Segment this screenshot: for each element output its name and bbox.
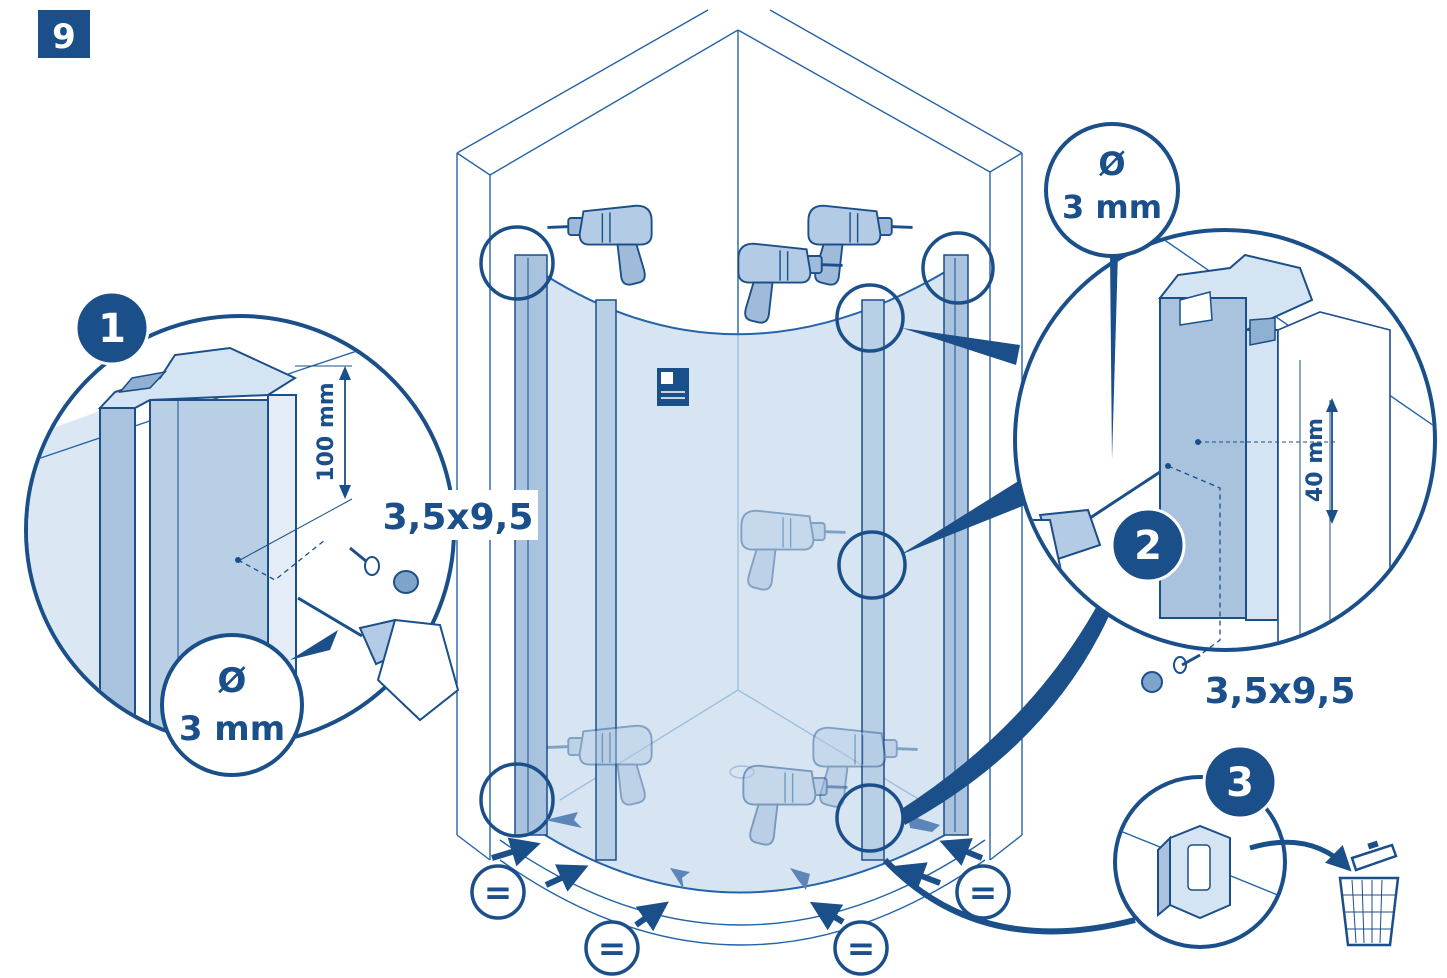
marker-door-middle [837, 530, 907, 600]
drill-size-label: 3 mm [179, 709, 285, 749]
screw-size-label: 3,5x9,5 [1205, 671, 1356, 712]
equal-mark-label: = [484, 873, 513, 913]
arrow-icon [634, 901, 669, 932]
right-wall-profile [943, 254, 969, 836]
dimension-label: 100 mm [314, 382, 339, 481]
arrow-icon [908, 815, 940, 832]
right-door-edge [861, 299, 885, 861]
cap-icon [1141, 671, 1163, 693]
screw-icon [349, 546, 380, 576]
cap-icon [393, 570, 419, 594]
shower-enclosure [514, 254, 969, 894]
arrow-icon [894, 862, 942, 891]
arrow-icon [809, 901, 845, 931]
drill-size-callout: Ø 3 mm [160, 633, 304, 777]
diameter-symbol: Ø [218, 661, 247, 701]
glass-direction-arrows [545, 812, 940, 890]
alignment-arrows [491, 837, 984, 932]
drill-bit [1089, 470, 1161, 520]
diameter-symbol: Ø [1098, 145, 1125, 183]
clip-icon [1157, 824, 1231, 920]
badge-number: 1 [98, 306, 126, 352]
detail-badge: 2 [1110, 507, 1186, 583]
left-door-edge [595, 299, 617, 861]
drill-icon [545, 204, 654, 287]
arrow-icon [491, 837, 541, 867]
drill-size-label: 3 mm [1062, 188, 1162, 226]
marker-top-left [479, 225, 555, 301]
arrow-icon [1249, 839, 1352, 872]
marker-bottom-left [479, 762, 555, 838]
screw-icon [1173, 653, 1201, 674]
badge-number: 3 [1226, 760, 1254, 806]
badge-number: 2 [1134, 523, 1162, 569]
trash-can-icon [1338, 840, 1400, 947]
detail-badge: 1 [74, 290, 150, 366]
screw-size-label: 3,5x9,5 [383, 497, 534, 538]
equal-mark-label: = [598, 929, 627, 969]
equal-mark-label: = [847, 929, 876, 969]
trash-lid [1350, 843, 1398, 872]
detail-connectors [882, 328, 1136, 935]
glass-sticker [657, 368, 689, 406]
marker-door-top [835, 283, 905, 353]
equal-mark-label: = [969, 873, 998, 913]
equal-mark: = [470, 864, 526, 920]
detail-1: 100 mm 3,5x9,5 Ø 3 mm 1 [24, 290, 538, 777]
equal-mark: = [833, 920, 889, 976]
detail-2: 40 mm Ø 3 mm 2 3,5x9,5 [1013, 122, 1437, 712]
dimension-label: 40 mm [1303, 418, 1328, 502]
arrow-icon [939, 838, 984, 866]
arrow-icon [544, 864, 589, 892]
detail-3: 3 [1113, 744, 1352, 949]
detail-badge: 3 [1202, 744, 1278, 820]
arrow-icon [545, 812, 582, 828]
screw-label-box [378, 490, 538, 540]
arrow-icon [670, 868, 690, 890]
drill-point-markers [479, 225, 995, 853]
step-number: 9 [52, 17, 76, 57]
arrow-icon [790, 868, 810, 890]
step-badge: 9 [38, 10, 90, 58]
drill-bit [297, 596, 363, 638]
drill-icon [806, 204, 915, 287]
drill-icon [358, 618, 460, 722]
left-wall-profile [514, 254, 548, 836]
wall-profile-back [99, 407, 136, 729]
marker-top-right [921, 231, 995, 305]
drill-size-callout: Ø 3 mm [1044, 122, 1180, 258]
equal-mark: = [955, 864, 1011, 920]
equal-mark: = [584, 920, 640, 976]
